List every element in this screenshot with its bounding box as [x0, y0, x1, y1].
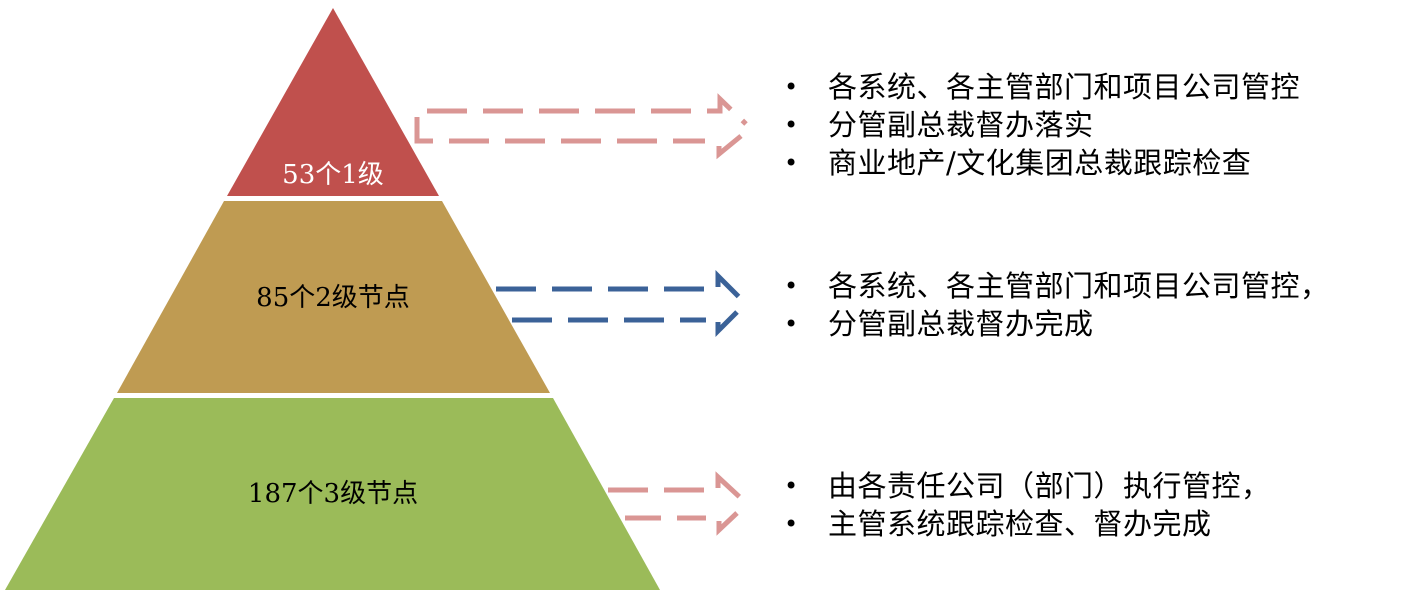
arrow-1-bottom-dash	[414, 117, 705, 144]
bullet-icon: •	[784, 310, 799, 338]
arrow-3-top-dash	[608, 471, 747, 504]
dashed-arrow-tier-1	[414, 93, 748, 160]
arrow-2-head-lower	[715, 310, 739, 338]
bullet-item: • 各系统、各主管部门和项目公司管控，	[780, 267, 1330, 305]
bullet-text: 由各责任公司（部门）执行管控，	[828, 469, 1271, 503]
tier-2-bullet-list: • 各系统、各主管部门和项目公司管控， • 分管副总裁督办完成	[780, 267, 1330, 343]
bullet-item: • 各系统、各主管部门和项目公司管控	[780, 68, 1300, 106]
tier-2-label: 85个2级节点	[256, 283, 410, 313]
dashed-arrow-tier-2	[496, 269, 746, 338]
bullet-text: 主管系统跟踪检查、督办完成	[828, 507, 1212, 541]
pyramid-tier-1	[227, 8, 439, 196]
tier-3-bullet-list: • 由各责任公司（部门）执行管控， • 主管系统跟踪检查、督办完成	[780, 467, 1271, 543]
arrow-3-head-lower	[716, 511, 739, 536]
bullet-item: • 分管副总裁督办落实	[780, 106, 1300, 144]
bullet-icon: •	[784, 472, 799, 500]
pyramid-tier-2	[117, 201, 550, 393]
arrow-1-head-lower	[716, 134, 743, 160]
bullet-icon: •	[784, 149, 799, 177]
bullet-item: • 商业地产/文化集团总裁跟踪检查	[780, 144, 1300, 182]
arrow-1-top-dash	[427, 93, 748, 126]
arrow-2-top-dash	[496, 269, 746, 304]
bullet-text: 商业地产/文化集团总裁跟踪检查	[828, 146, 1252, 180]
dashed-arrow-tier-3	[608, 471, 747, 536]
bullet-item: • 由各责任公司（部门）执行管控，	[780, 467, 1271, 505]
bullet-icon: •	[784, 272, 799, 300]
bullet-icon: •	[784, 510, 799, 538]
pyramid-tier-3	[5, 398, 660, 590]
tier-3-label: 187个3级节点	[248, 479, 418, 509]
bullet-item: • 主管系统跟踪检查、督办完成	[780, 505, 1271, 543]
tier-1-bullet-list: • 各系统、各主管部门和项目公司管控 • 分管副总裁督办落实 • 商业地产/文化集团总…	[780, 68, 1300, 182]
bullet-icon: •	[784, 73, 799, 101]
bullet-text: 分管副总裁督办落实	[828, 108, 1094, 142]
bullet-text: 各系统、各主管部门和项目公司管控，	[828, 269, 1330, 303]
bullet-item: • 分管副总裁督办完成	[780, 305, 1330, 343]
bullet-icon: •	[784, 111, 799, 139]
bullet-text: 分管副总裁督办完成	[828, 307, 1094, 341]
tier-1-label: 53个1级	[282, 160, 384, 190]
bullet-text: 各系统、各主管部门和项目公司管控	[828, 70, 1301, 104]
